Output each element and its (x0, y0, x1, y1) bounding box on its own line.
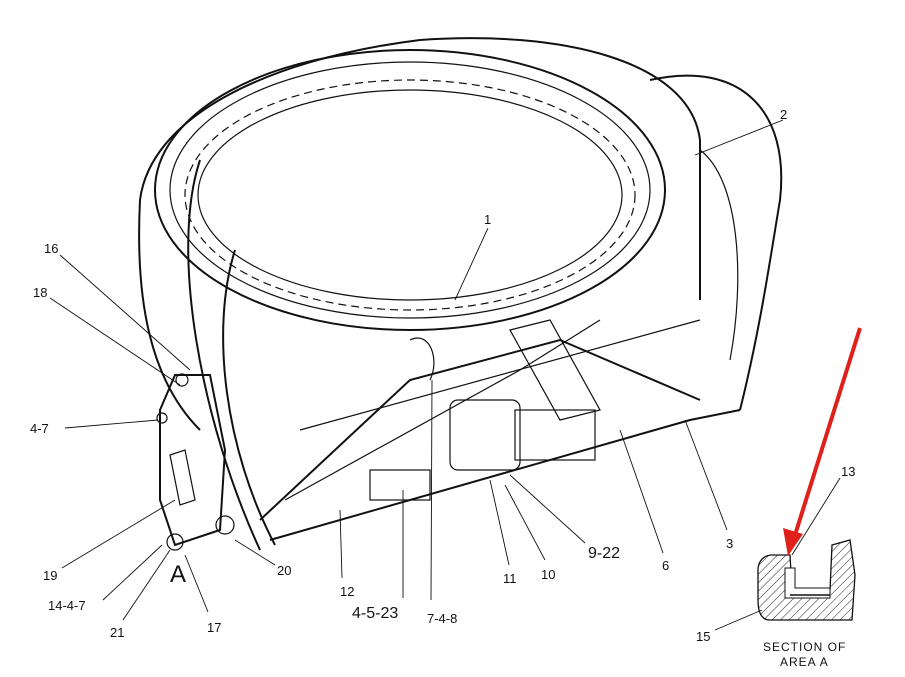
callout-14-4-7: 14-4-7 (48, 598, 86, 613)
callout-17: 17 (207, 620, 221, 635)
area-a-marker: A (170, 561, 186, 588)
housing-drawing (138, 37, 783, 551)
callout-4-5-23: 4-5-23 (352, 605, 398, 622)
callout-2: 2 (780, 107, 787, 122)
callout-3: 3 (726, 536, 733, 551)
callout-1: 1 (484, 212, 491, 227)
callout-16: 16 (44, 241, 58, 256)
callout-19: 19 (43, 568, 57, 583)
callout-13: 13 (841, 464, 855, 479)
leader-lines (49, 119, 841, 631)
callout-4-7: 4-7 (30, 421, 49, 436)
callout-18: 18 (33, 285, 47, 300)
callout-11: 11 (503, 571, 517, 586)
callout-12: 12 (340, 584, 354, 599)
section-view-area-a (757, 539, 856, 621)
callout-9-22: 9-22 (588, 545, 620, 562)
callout-21: 21 (110, 625, 124, 640)
section-caption-line-2: AREA A (780, 655, 829, 669)
callout-10: 10 (541, 567, 555, 582)
callout-7-4-8: 7-4-8 (427, 611, 457, 626)
section-caption-line-1: SECTION OF (763, 640, 846, 654)
callout-15: 15 (696, 629, 710, 644)
callout-6: 6 (662, 558, 669, 573)
callout-20: 20 (277, 563, 291, 578)
red-pointer-arrow (783, 327, 862, 556)
